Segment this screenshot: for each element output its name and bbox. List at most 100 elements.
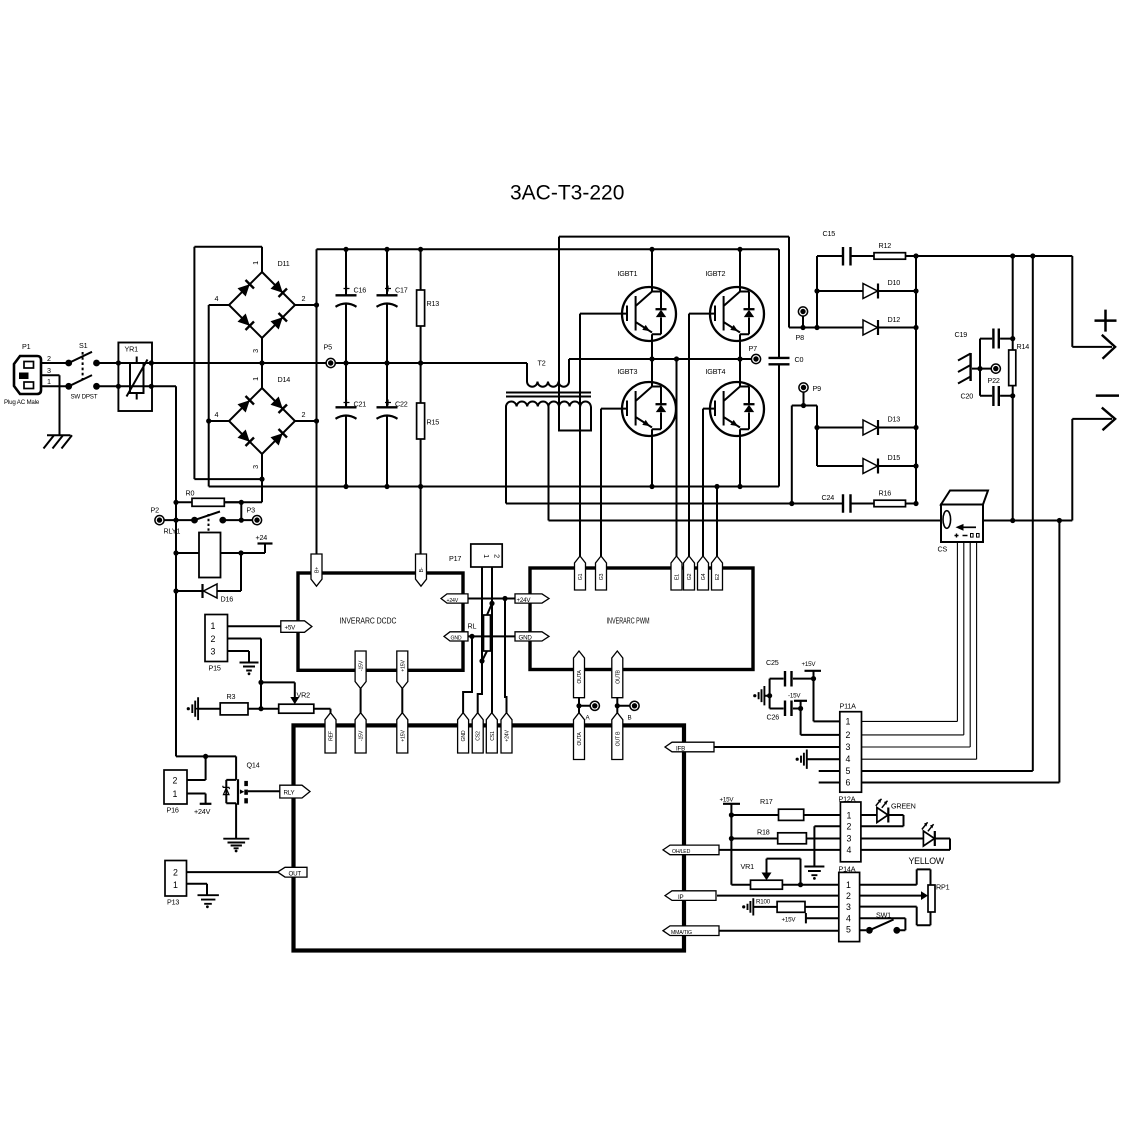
svg-text:R0: R0 xyxy=(186,489,195,498)
svg-text:GND: GND xyxy=(451,636,462,642)
svg-text:3: 3 xyxy=(211,647,216,657)
svg-text:B+: B+ xyxy=(315,567,321,573)
svg-text:1: 1 xyxy=(211,621,216,631)
svg-text:G1: G1 xyxy=(578,573,584,580)
svg-text:P17: P17 xyxy=(449,554,461,563)
svg-text:4: 4 xyxy=(846,913,851,923)
svg-text:3: 3 xyxy=(251,349,260,353)
svg-text:+5V: +5V xyxy=(285,624,297,631)
svg-text:3: 3 xyxy=(846,742,851,752)
svg-text:P3: P3 xyxy=(247,506,256,515)
svg-text:5: 5 xyxy=(846,925,851,935)
svg-text:2: 2 xyxy=(47,354,51,363)
svg-text:INVERARC PWM: INVERARC PWM xyxy=(607,616,650,626)
svg-text:4: 4 xyxy=(846,754,851,764)
svg-text:P8: P8 xyxy=(796,333,805,342)
svg-text:R12: R12 xyxy=(879,241,892,250)
svg-text:3AC-T3-220: 3AC-T3-220 xyxy=(510,182,624,205)
svg-text:1: 1 xyxy=(47,377,51,386)
svg-text:P16: P16 xyxy=(167,806,179,815)
svg-text:C16: C16 xyxy=(354,286,367,295)
svg-text:1: 1 xyxy=(251,377,260,381)
svg-text:R15: R15 xyxy=(427,418,440,427)
svg-text:4: 4 xyxy=(847,845,852,855)
svg-text:P13: P13 xyxy=(167,898,179,907)
svg-text:P11A: P11A xyxy=(840,702,857,711)
svg-text:5: 5 xyxy=(846,766,851,776)
svg-text:C22: C22 xyxy=(395,400,408,409)
svg-text:Q14: Q14 xyxy=(247,761,260,770)
svg-text:CS2: CS2 xyxy=(476,731,482,741)
svg-text:3: 3 xyxy=(47,366,51,375)
svg-text:IGBT3: IGBT3 xyxy=(618,367,638,376)
svg-text:2: 2 xyxy=(847,821,852,831)
svg-text:RLY: RLY xyxy=(284,789,295,796)
svg-text:S1: S1 xyxy=(79,341,88,350)
svg-text:RL: RL xyxy=(468,622,477,631)
svg-text:1: 1 xyxy=(251,261,260,265)
svg-text:D10: D10 xyxy=(888,278,901,287)
svg-text:P12A: P12A xyxy=(839,795,856,804)
svg-text:+15V: +15V xyxy=(720,797,735,804)
svg-text:SW1: SW1 xyxy=(876,911,891,920)
svg-text:REF: REF xyxy=(329,731,335,741)
svg-text:P2: P2 xyxy=(151,506,160,515)
svg-text:YELLOW: YELLOW xyxy=(909,856,945,866)
svg-text:OUT: OUT xyxy=(289,871,302,878)
svg-text:1: 1 xyxy=(173,789,178,799)
svg-text:OUTB: OUTB xyxy=(615,669,621,683)
svg-text:IGBT2: IGBT2 xyxy=(706,269,726,278)
svg-text:2: 2 xyxy=(302,410,306,419)
svg-text:IGBT1: IGBT1 xyxy=(618,269,638,278)
svg-text:3: 3 xyxy=(251,465,260,469)
svg-text:P14A: P14A xyxy=(839,865,856,874)
svg-text:-15V: -15V xyxy=(359,730,365,741)
svg-text:6: 6 xyxy=(846,778,851,788)
svg-text:+15V: +15V xyxy=(802,661,817,668)
svg-text:RP1: RP1 xyxy=(936,883,950,892)
svg-text:2: 2 xyxy=(211,634,216,644)
svg-text:MMA/TIG: MMA/TIG xyxy=(671,930,692,936)
svg-text:C19: C19 xyxy=(955,330,968,339)
svg-text:P7: P7 xyxy=(749,344,758,353)
svg-text:R16: R16 xyxy=(879,489,892,498)
svg-text:OUTA: OUTA xyxy=(577,670,583,684)
svg-text:+15V: +15V xyxy=(400,730,406,742)
svg-text:2: 2 xyxy=(846,891,851,901)
svg-text:C24: C24 xyxy=(822,493,835,502)
svg-text:G4: G4 xyxy=(701,573,707,580)
svg-text:E2: E2 xyxy=(715,574,721,580)
svg-text:2: 2 xyxy=(302,294,306,303)
svg-text:R3: R3 xyxy=(227,692,236,701)
svg-text:T2: T2 xyxy=(538,359,546,368)
svg-text:IP: IP xyxy=(678,894,684,901)
svg-text:+24: +24 xyxy=(256,533,268,542)
svg-text:A: A xyxy=(586,715,591,722)
svg-text:B-: B- xyxy=(419,567,425,572)
svg-text:2: 2 xyxy=(493,554,502,558)
svg-text:D13: D13 xyxy=(888,415,901,424)
svg-text:3: 3 xyxy=(846,902,851,912)
svg-text:R17: R17 xyxy=(760,797,773,806)
svg-text:R18: R18 xyxy=(757,828,770,837)
svg-text:VR2: VR2 xyxy=(297,691,311,700)
svg-text:P1: P1 xyxy=(22,342,31,351)
svg-text:D12: D12 xyxy=(888,315,901,324)
svg-text:+15V: +15V xyxy=(400,660,406,672)
svg-text:+15V: +15V xyxy=(782,917,797,924)
svg-text:IGBT4: IGBT4 xyxy=(706,367,726,376)
svg-text:VR1: VR1 xyxy=(741,862,755,871)
svg-text:+24V: +24V xyxy=(447,598,459,604)
svg-text:RLY1: RLY1 xyxy=(164,527,181,536)
svg-text:Plug AC Male: Plug AC Male xyxy=(4,399,40,406)
svg-text:P22: P22 xyxy=(988,376,1000,385)
svg-text:CS1: CS1 xyxy=(490,731,496,741)
svg-text:+24V: +24V xyxy=(194,807,211,816)
svg-text:C26: C26 xyxy=(767,713,780,722)
svg-text:1: 1 xyxy=(846,880,851,890)
svg-text:GREEN: GREEN xyxy=(891,802,916,811)
svg-text:1: 1 xyxy=(173,880,178,890)
svg-text:YR1: YR1 xyxy=(125,345,139,354)
svg-text:2: 2 xyxy=(173,776,178,786)
svg-text:C0: C0 xyxy=(795,355,804,364)
